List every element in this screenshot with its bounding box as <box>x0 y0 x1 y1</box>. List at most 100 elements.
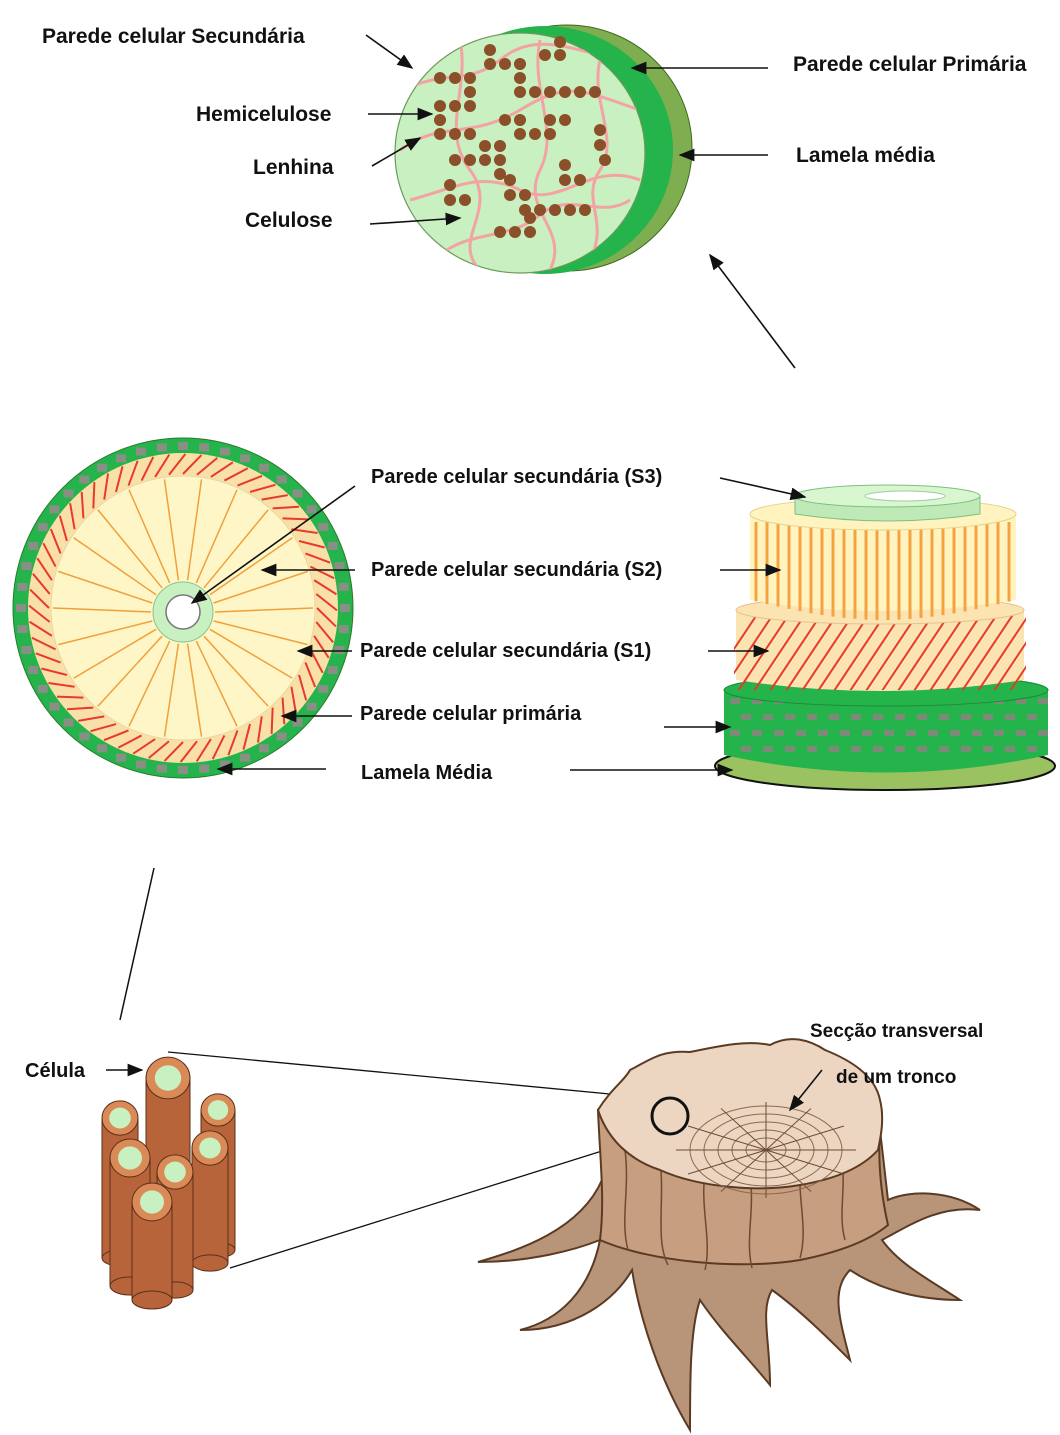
lignin-dot <box>464 154 476 166</box>
arrow-s3-right <box>720 478 805 497</box>
lamella-spot <box>136 448 146 456</box>
primary-band-spot <box>994 730 1004 736</box>
primary-band-spot <box>741 746 751 752</box>
lamella-spot <box>178 442 188 450</box>
lamella-spot <box>328 542 338 550</box>
s1-fibre <box>272 708 273 734</box>
label-cellulose: Celulose <box>245 209 333 232</box>
primary-band-spot <box>840 730 850 736</box>
primary-band-spot <box>1038 698 1048 704</box>
lignin-dot <box>529 86 541 98</box>
cell-tube-lumen <box>109 1108 131 1129</box>
label-primary-wall-top: Parede celular Primária <box>793 53 1027 76</box>
lignin-dot <box>549 204 561 216</box>
lignin-dot <box>559 114 571 126</box>
lignin-dot <box>544 114 556 126</box>
primary-band-spot <box>906 730 916 736</box>
s1-diagonal-fibre <box>1052 610 1060 700</box>
lignin-dot <box>479 154 491 166</box>
lignin-dot <box>494 154 506 166</box>
primary-band-spot <box>917 714 927 720</box>
lignin-dot <box>514 114 526 126</box>
cell-tube-lumen <box>199 1138 221 1159</box>
lignin-dot <box>434 72 446 84</box>
lamella-spot <box>157 443 167 451</box>
primary-band-spot <box>873 746 883 752</box>
lignin-dot <box>514 58 526 70</box>
lamella-spot <box>16 604 26 612</box>
primary-band-spot <box>829 746 839 752</box>
cylinder-lumen <box>865 491 945 501</box>
lignin-dot <box>514 86 526 98</box>
lamella-spot <box>240 454 250 462</box>
label-hemicellulose: Hemicelulose <box>196 103 331 126</box>
cell-tube-lumen <box>155 1065 181 1091</box>
lamella-spot <box>220 760 230 768</box>
lamella-spot <box>49 505 59 513</box>
lignin-dot <box>534 204 546 216</box>
primary-band-spot <box>851 746 861 752</box>
lamella-spot <box>220 448 230 456</box>
lamella-spot <box>259 464 269 472</box>
label-middle-lamella-top: Lamela média <box>796 144 935 167</box>
lamella-spot <box>259 744 269 752</box>
primary-band-spot <box>730 730 740 736</box>
primary-band-spot <box>752 730 762 736</box>
lamella-spot <box>28 666 38 674</box>
primary-band-spot <box>763 714 773 720</box>
primary-band-spot <box>741 714 751 720</box>
lignin-dot <box>464 128 476 140</box>
primary-band-spot <box>763 746 773 752</box>
label-cross-section-line1: Secção transversal <box>810 1021 983 1042</box>
lignin-dot <box>494 226 506 238</box>
primary-band-spot <box>961 714 971 720</box>
primary-band-spot <box>983 714 993 720</box>
lignin-dot <box>539 49 551 61</box>
lignin-dot <box>449 100 461 112</box>
cell-cross-section <box>13 438 353 778</box>
primary-band-spot <box>796 730 806 736</box>
lamella-spot <box>97 464 107 472</box>
primary-band-spot <box>939 746 949 752</box>
lignin-dot <box>459 194 471 206</box>
lamella-spot <box>136 760 146 768</box>
label-secondary-wall-top: Parede celular Secundária <box>42 25 305 48</box>
label-s3: Parede celular secundária (S3) <box>371 466 662 488</box>
cell-tube-lumen <box>164 1162 186 1183</box>
primary-band-spot <box>807 746 817 752</box>
primary-band-spot <box>873 714 883 720</box>
lignin-dot <box>504 189 516 201</box>
primary-band-spot <box>730 698 740 704</box>
lamella-spot <box>240 754 250 762</box>
lignin-dot <box>449 128 461 140</box>
layered-wall-cylinder <box>700 485 1060 790</box>
arrow-secondary-wall-top <box>366 35 412 68</box>
lamella-spot <box>79 733 89 741</box>
label-cross-section-line2: de um tronco <box>836 1067 956 1088</box>
primary-band-spot <box>939 714 949 720</box>
label-s1: Parede celular secundária (S1) <box>360 640 651 662</box>
primary-band-spot <box>862 730 872 736</box>
primary-band-spot <box>895 714 905 720</box>
primary-band-spot <box>917 746 927 752</box>
lamella-spot <box>38 685 48 693</box>
lignin-dot <box>524 226 536 238</box>
primary-band-spot <box>972 730 982 736</box>
lamella-spot <box>63 489 73 497</box>
lamella-spot <box>307 505 317 513</box>
lignin-dot <box>494 140 506 152</box>
primary-band-spot <box>774 730 784 736</box>
lignin-dot <box>449 154 461 166</box>
lamella-spot <box>49 703 59 711</box>
zoom-line-top <box>168 1052 652 1098</box>
lignin-dot <box>514 72 526 84</box>
lignin-dot <box>464 86 476 98</box>
s1-fibre <box>57 697 83 698</box>
lamella-spot <box>79 475 89 483</box>
lamella-spot <box>22 646 32 654</box>
lamella-spot <box>199 765 209 773</box>
lignin-dot <box>484 58 496 70</box>
label-s2: Parede celular secundária (S2) <box>371 559 662 581</box>
cell-tube-bottom <box>192 1255 228 1271</box>
